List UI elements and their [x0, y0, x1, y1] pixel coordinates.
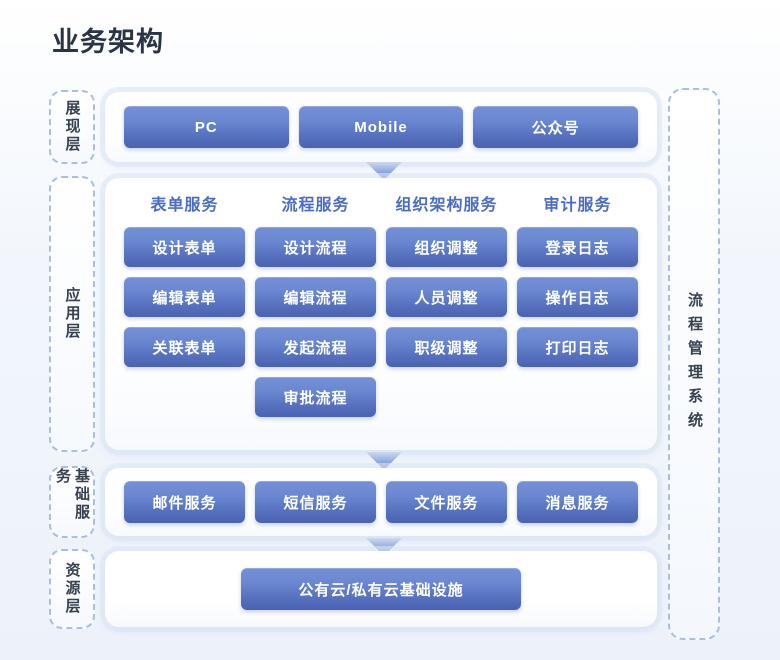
- application-layer-panel: 表单服务 流程服务 组织架构服务 审计服务 设计表单 编辑表单 关联表单 设计流…: [105, 178, 657, 450]
- layer-label-basic: 基础服务: [49, 466, 95, 538]
- presentation-item-row: PC Mobile 公众号: [124, 106, 639, 148]
- application-item-rank-adjust[interactable]: 职级调整: [386, 327, 507, 367]
- application-item-design-form[interactable]: 设计表单: [124, 227, 245, 267]
- application-item-org-adjust[interactable]: 组织调整: [386, 227, 507, 267]
- chevron-down-icon: [364, 536, 404, 558]
- application-item-edit-flow[interactable]: 编辑流程: [255, 277, 376, 317]
- application-item-login-log[interactable]: 登录日志: [517, 227, 638, 267]
- presentation-item-mobile[interactable]: Mobile: [298, 106, 464, 148]
- application-column-title-audit: 审计服务: [543, 197, 612, 214]
- presentation-item-pc[interactable]: PC: [124, 106, 289, 148]
- basic-item-mail-service[interactable]: 邮件服务: [124, 481, 245, 523]
- application-column-org: 组织调整 人员调整 职级调整: [386, 227, 507, 417]
- layer-label-application-text: 应用层: [63, 287, 81, 341]
- layer-label-resource-text: 资源层: [63, 562, 81, 616]
- layer-label-presentation: 展现层: [49, 90, 95, 164]
- basic-service-item-row: 邮件服务 短信服务 文件服务 消息服务: [124, 481, 638, 523]
- application-column-title-flow: 流程服务: [281, 197, 350, 214]
- basic-item-file-service[interactable]: 文件服务: [386, 481, 507, 523]
- resource-layer-panel: 公有云/私有云基础设施: [105, 551, 657, 627]
- application-column-form: 设计表单 编辑表单 关联表单: [124, 227, 245, 417]
- resource-item-cloud-infrastructure[interactable]: 公有云/私有云基础设施: [241, 568, 521, 610]
- layer-label-resource: 资源层: [49, 549, 95, 629]
- application-column-title-form: 表单服务: [150, 197, 219, 214]
- basic-service-layer-panel: 邮件服务 短信服务 文件服务 消息服务: [105, 468, 657, 536]
- presentation-layer-panel: PC Mobile 公众号: [105, 92, 657, 162]
- application-column-flow: 设计流程 编辑流程 发起流程 审批流程: [255, 227, 376, 417]
- system-label-text: 流程管理系统: [686, 292, 703, 436]
- application-column-title-org: 组织架构服务: [395, 197, 498, 214]
- application-item-start-flow[interactable]: 发起流程: [255, 327, 376, 367]
- layer-label-application: 应用层: [49, 176, 95, 452]
- application-item-operate-log[interactable]: 操作日志: [517, 277, 638, 317]
- application-service-grid: 表单服务 流程服务 组织架构服务 审计服务 设计表单 编辑表单 关联表单 设计流…: [124, 194, 638, 417]
- layer-label-presentation-text: 展现层: [63, 100, 81, 154]
- application-item-design-flow[interactable]: 设计流程: [255, 227, 376, 267]
- resource-item-row: 公有云/私有云基础设施: [124, 568, 638, 610]
- application-item-edit-form[interactable]: 编辑表单: [124, 277, 245, 317]
- application-column-audit: 登录日志 操作日志 打印日志: [517, 227, 638, 417]
- chevron-down-icon: [364, 450, 404, 472]
- system-label: 流程管理系统: [668, 88, 720, 640]
- chevron-down-icon: [364, 160, 404, 182]
- page-title: 业务架构: [52, 27, 164, 57]
- presentation-item-wechat[interactable]: 公众号: [473, 106, 639, 148]
- application-item-staff-adjust[interactable]: 人员调整: [386, 277, 507, 317]
- basic-item-sms-service[interactable]: 短信服务: [255, 481, 376, 523]
- application-item-approve-flow[interactable]: 审批流程: [255, 377, 376, 417]
- application-item-relate-form[interactable]: 关联表单: [124, 327, 245, 367]
- basic-item-message-service[interactable]: 消息服务: [517, 481, 638, 523]
- layer-label-basic-text: 基础服务: [54, 468, 90, 522]
- application-item-print-log[interactable]: 打印日志: [517, 327, 638, 367]
